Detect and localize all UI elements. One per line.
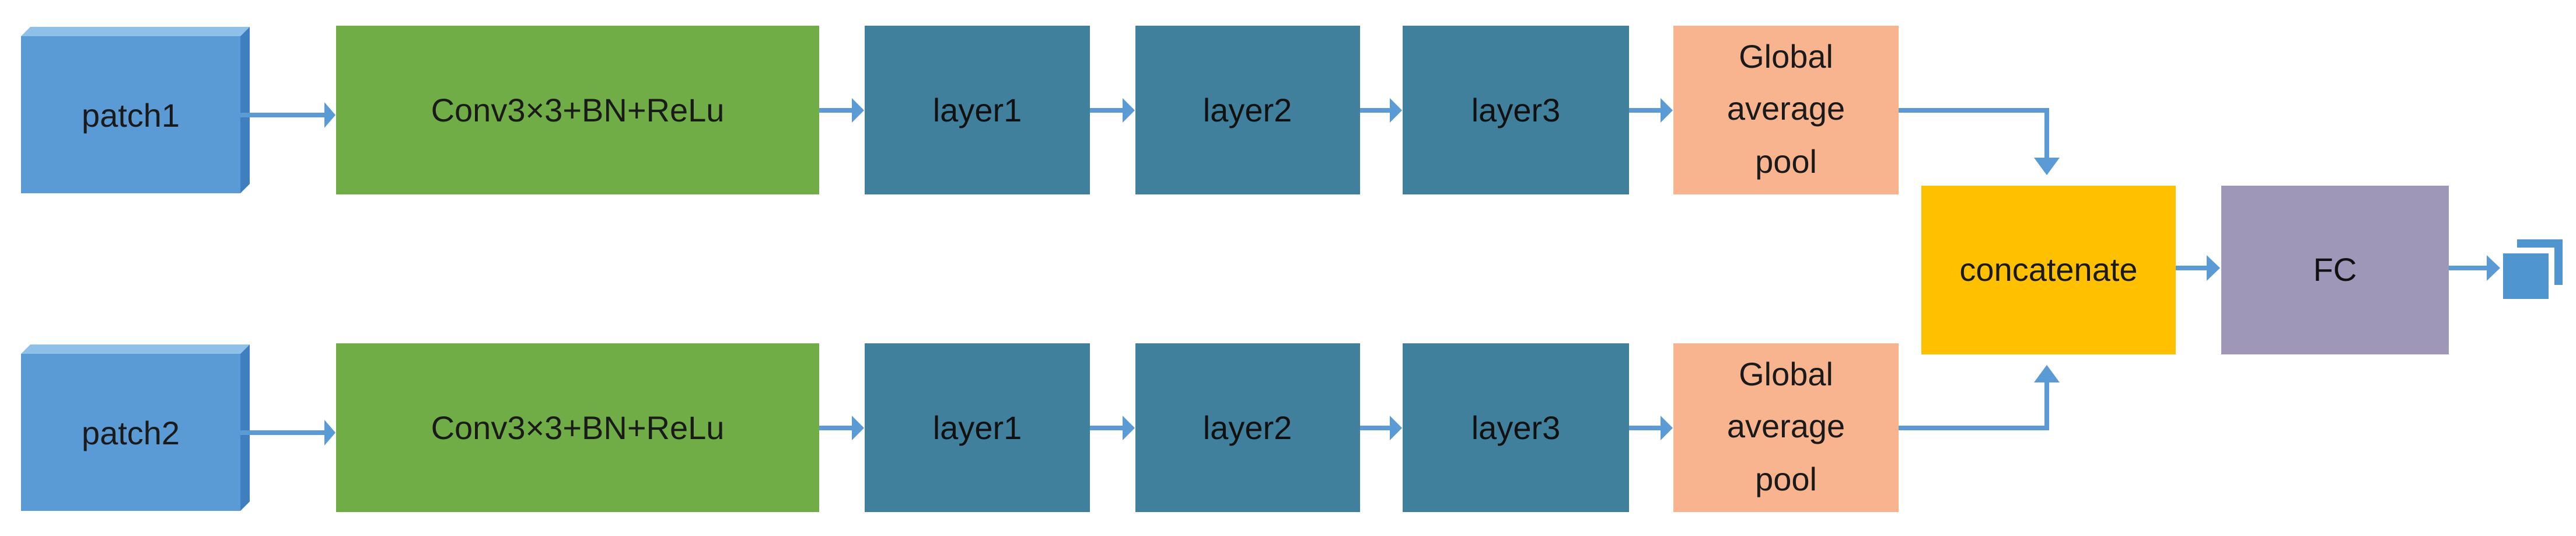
arrowhead-layer3-gap-row2: [1661, 416, 1673, 440]
conv-label-row2: Conv3×3+BN+ReLu: [431, 409, 725, 446]
arrowhead-patch1-conv: [324, 102, 335, 128]
arrowhead-conv-layer1-row1: [852, 98, 864, 123]
patch1-block: patch1: [21, 27, 250, 193]
concatenate-block: [1921, 186, 2176, 354]
arrowhead-gap-concat-row2: [2034, 365, 2060, 382]
patch2-label: patch2: [82, 415, 180, 451]
patch2-side-face: [240, 344, 250, 511]
arrowhead-conv-layer1-row2: [852, 416, 864, 440]
layer3-label-row1: layer3: [1471, 92, 1561, 128]
gap-label-row2-line1: Global: [1739, 356, 1833, 392]
arrow-gap-concat-row1: [1899, 108, 2049, 158]
conv-block-row2: [336, 343, 819, 512]
layer2-block-row2: [1135, 343, 1360, 512]
arrowhead-layer2-layer3-row1: [1390, 98, 1402, 123]
arrowhead-layer2-layer3-row2: [1390, 416, 1402, 440]
conv-block-row1: [336, 26, 819, 194]
layer1-label-row1: layer1: [933, 92, 1022, 128]
fc-label: FC: [2313, 251, 2357, 288]
row-1: patch1 Conv3×3+BN+ReLu layer1 layer2 lay…: [21, 26, 2060, 194]
layer1-label-row2: layer1: [933, 409, 1022, 446]
gap-label-row1-line3: pool: [1755, 143, 1817, 180]
layer3-label-row2: layer3: [1471, 409, 1561, 446]
conv-label-row1: Conv3×3+BN+ReLu: [431, 92, 725, 128]
arrowhead-gap-concat-row1: [2034, 158, 2060, 175]
output-front-square: [2503, 253, 2549, 299]
arrowhead-patch2-conv: [324, 420, 335, 445]
layer3-block-row2: [1403, 343, 1629, 512]
gap-label-row1-line1: Global: [1739, 38, 1833, 75]
layer2-label-row2: layer2: [1203, 409, 1292, 446]
gap-block-row2: [1673, 343, 1899, 512]
arrowhead-layer1-layer2-row2: [1123, 416, 1135, 440]
arrowhead-concat-fc: [2207, 255, 2220, 281]
layer3-block-row1: [1403, 26, 1629, 194]
gap-label-row2-line2: average: [1727, 408, 1845, 444]
patch2-block: patch2: [21, 344, 250, 511]
arrow-gap-concat-row2: [1899, 382, 2049, 430]
arrowhead-fc-output: [2487, 255, 2500, 281]
fc-block: [2221, 186, 2449, 354]
patch1-top-face: [21, 27, 250, 36]
patch2-front-face: [21, 354, 240, 511]
stacked-squares-icon: [2503, 239, 2563, 299]
concatenate-label: concatenate: [1959, 251, 2137, 288]
arrowhead-layer3-gap-row1: [1661, 98, 1673, 123]
patch1-label: patch1: [82, 97, 180, 134]
layer1-block-row1: [865, 26, 1090, 194]
arrowhead-layer1-layer2-row1: [1123, 98, 1135, 123]
layer1-block-row2: [865, 343, 1090, 512]
layer2-block-row1: [1135, 26, 1360, 194]
gap-label-row2-line3: pool: [1755, 461, 1817, 497]
patch1-front-face: [21, 36, 240, 193]
patch1-side-face: [240, 27, 250, 193]
merge-section: concatenate FC: [1921, 186, 2563, 354]
patch2-top-face: [21, 344, 250, 354]
row-2: patch2 Conv3×3+BN+ReLu layer1 layer2 lay…: [21, 343, 2060, 512]
gap-block-row1: [1673, 26, 1899, 194]
gap-label-row1-line2: average: [1727, 90, 1845, 127]
layer2-label-row1: layer2: [1203, 92, 1292, 128]
